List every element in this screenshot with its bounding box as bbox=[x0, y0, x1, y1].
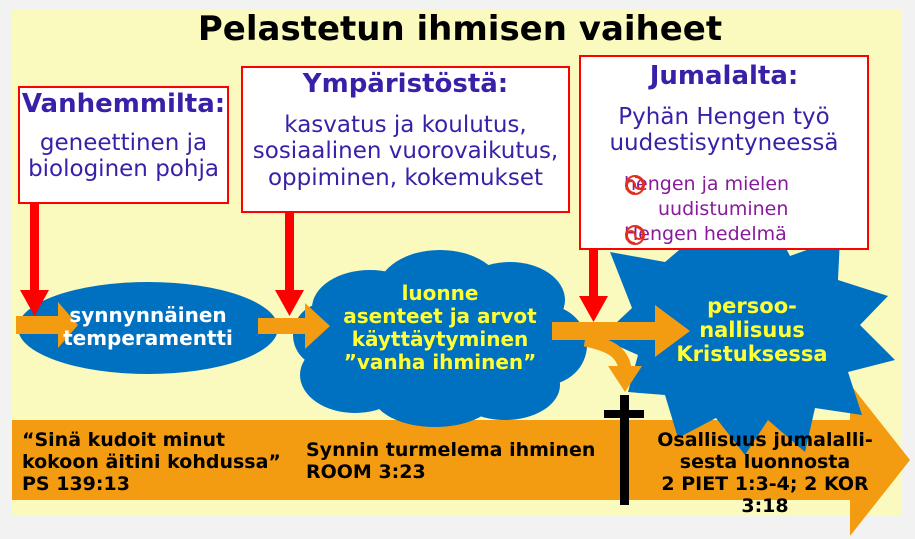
orange-arrow-2 bbox=[258, 303, 330, 349]
ellipse-line-2: temperamentti bbox=[63, 326, 233, 350]
box-environment-line-1: kasvatus ja koulutus, bbox=[284, 111, 527, 138]
curved-arrow-head bbox=[608, 366, 642, 392]
red-arrow-1-head bbox=[20, 290, 49, 316]
box-god-bullet-2: Hengen hedelmä bbox=[624, 224, 787, 245]
curved-orange-arrow bbox=[583, 333, 632, 370]
box-god-heading: Jumalalta: bbox=[649, 61, 799, 91]
band-left-line-3: PS 139:13 bbox=[22, 472, 130, 495]
band-right-line-3: 2 PIET 1:3-4; 2 KOR 3:18 bbox=[661, 472, 869, 517]
band-left-line-2: kokoon äitini kohdussa” bbox=[22, 450, 281, 473]
red-arrow-1-shaft bbox=[30, 200, 39, 292]
personality-star bbox=[600, 222, 895, 455]
band-left-line-1: “Sinä kudoit minut bbox=[22, 429, 226, 451]
box-environment bbox=[241, 66, 570, 213]
red-arrow-2-shaft bbox=[285, 210, 294, 292]
cloud-line-1: luonne bbox=[401, 281, 479, 305]
cloud-line-4: ”vanha ihminen” bbox=[343, 350, 537, 374]
box-god bbox=[579, 55, 869, 250]
box-parents-heading: Vanhemmilta: bbox=[21, 89, 226, 119]
star-line-2: nallisuus bbox=[699, 318, 805, 343]
box-environment-text: Ympäristöstä: kasvatus ja koulutus, sosi… bbox=[242, 69, 569, 191]
box-god-bullet-1: hengen ja mielen bbox=[624, 174, 789, 195]
ellipse-line-1: synnynnäinen bbox=[69, 303, 227, 327]
cloud-line-3: käyttäytyminen bbox=[351, 327, 529, 351]
box-environment-line-2: sosiaalinen vuorovaikutus, bbox=[252, 138, 559, 165]
box-environment-heading: Ympäristöstä: bbox=[302, 69, 509, 99]
cloud-line-2: asenteet ja arvot bbox=[343, 304, 537, 328]
band-right-text: Osallisuus jumalalli- sesta luonnosta 2 … bbox=[640, 429, 890, 517]
cloud-text: luonne asenteet ja arvot käyttäytyminen … bbox=[320, 282, 560, 374]
box-parents-line-2: biologinen pohja bbox=[28, 156, 219, 183]
box-parents-text: Vanhemmilta: geneettinen ja biologinen p… bbox=[19, 89, 228, 183]
band-middle-line-2: ROOM 3:23 bbox=[306, 460, 426, 483]
red-arrow-2-head bbox=[275, 290, 304, 316]
band-left-text: “Sinä kudoit minut kokoon äitini kohduss… bbox=[22, 429, 281, 496]
red-arrow-3-shaft bbox=[589, 248, 598, 298]
star-text: persoo- nallisuus Kristuksessa bbox=[662, 294, 842, 366]
orange-arrow-3 bbox=[552, 305, 690, 357]
star-line-1: persoo- bbox=[707, 294, 797, 318]
slide-title: Pelastetun ihmisen vaiheet bbox=[197, 9, 723, 49]
swirl-bullet-icon bbox=[625, 175, 645, 195]
band-right-line-1: Osallisuus jumalalli- bbox=[657, 429, 873, 451]
box-environment-line-3: oppiminen, kokemukset bbox=[267, 164, 544, 191]
box-parents-line-1: geneettinen ja bbox=[39, 129, 208, 156]
box-parents bbox=[18, 86, 229, 204]
box-god-text: Jumalalta: Pyhän Hengen työ uudestisynty… bbox=[580, 61, 868, 157]
box-god-bullet-1-text: hengen ja mielen bbox=[624, 173, 790, 195]
box-god-line-1: Pyhän Hengen työ bbox=[618, 103, 830, 130]
band-right-line-2: sesta luonnosta bbox=[679, 450, 851, 473]
box-god-bullet-1-cont: uudistuminen bbox=[658, 198, 789, 220]
star-line-3: Kristuksessa bbox=[676, 342, 828, 367]
swirl-bullet-icon bbox=[625, 225, 645, 245]
box-god-bullet-2-text: Hengen hedelmä bbox=[624, 223, 787, 245]
character-cloud bbox=[293, 250, 587, 427]
red-arrow-3-head bbox=[579, 296, 608, 322]
band-middle-text: Synnin turmelema ihminen ROOM 3:23 bbox=[306, 439, 596, 484]
ellipse-text: synnynnäinen temperamentti bbox=[40, 304, 256, 350]
band-middle-line-1: Synnin turmelema ihminen bbox=[306, 439, 596, 461]
cross-icon bbox=[604, 395, 644, 505]
orange-arrow-1 bbox=[16, 302, 78, 348]
box-god-line-2: uudestisyntyneessä bbox=[609, 130, 839, 157]
temperament-ellipse bbox=[18, 282, 278, 374]
